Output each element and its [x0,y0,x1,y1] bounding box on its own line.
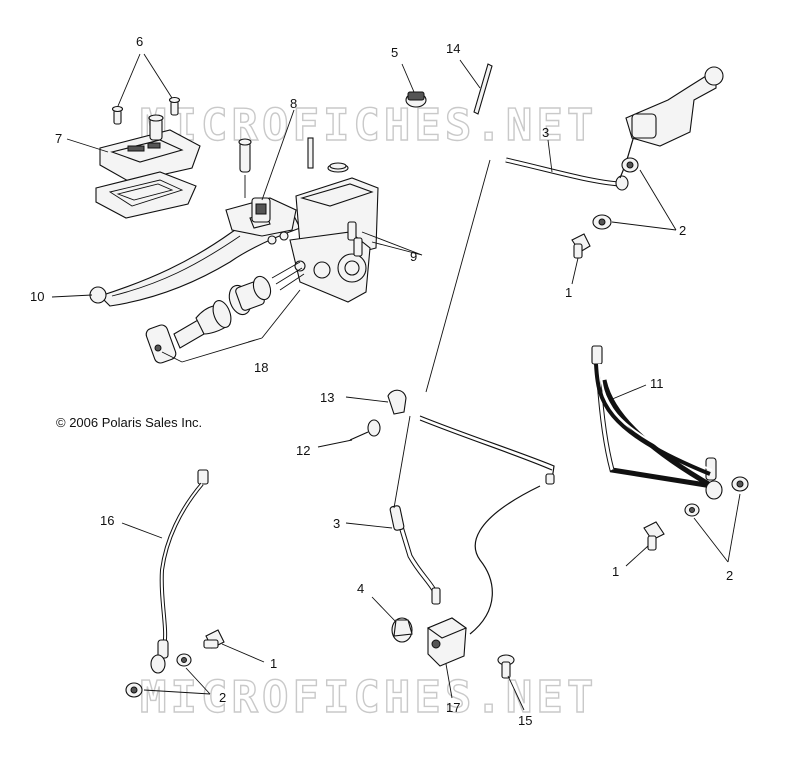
piston-kit-part-18 [145,261,305,364]
screw-part-6b [168,96,181,116]
upper-right-assembly [505,66,724,285]
washer-small-2 [279,231,289,241]
diaphragm [95,171,197,219]
callout-17: 17 [446,700,460,715]
reservoir-cover-part-7 [99,114,201,183]
callout-2-right: 2 [726,568,733,583]
junction-block-part-17 [426,617,468,667]
dowel-pin-part-14 [459,59,493,115]
brake-hose-part-11 [594,363,711,476]
callout-2-upper: 2 [679,223,686,238]
connector-line [425,159,491,393]
callout-3-lower: 3 [333,516,340,531]
callout-1-upper: 1 [565,285,572,300]
callout-1-lower: 1 [270,656,277,671]
copyright-text: © 2006 Polaris Sales Inc. [56,415,202,430]
callout-14: 14 [446,41,460,56]
callout-6: 6 [136,34,143,49]
rod-pin [307,137,314,169]
callout-11: 11 [650,376,664,391]
washer-small [267,235,277,245]
callout-2-lower: 2 [219,690,226,705]
callout-5: 5 [391,45,398,60]
callout-16: 16 [100,513,114,528]
callout-18: 18 [254,360,268,375]
watermark-top: MICROFICHES.NET [140,100,597,151]
callout-10: 10 [30,289,44,304]
callout-9: 9 [410,249,417,264]
callout-4: 4 [357,581,364,596]
rivet-part-12 [349,419,381,441]
master-cylinder-assembly [51,53,423,364]
screw-part-6a [111,105,124,125]
brake-switch-part-8 [251,197,271,223]
hose-clamp-part-5 [401,63,427,108]
callout-13: 13 [320,390,334,405]
callout-8: 8 [290,96,297,111]
lower-left-assembly [121,469,265,698]
callout-1-right: 1 [612,564,619,579]
cap-part-4 [391,617,413,643]
master-cylinder-body [289,162,379,303]
callout-12: 12 [296,443,310,458]
callout-3-upper: 3 [542,125,549,140]
clip-part-13 [387,389,407,415]
callout-15: 15 [518,713,532,728]
bolt-part-15 [497,654,515,679]
callout-7: 7 [55,131,62,146]
pivot-pin [238,138,252,173]
middle-assembly [317,389,555,711]
